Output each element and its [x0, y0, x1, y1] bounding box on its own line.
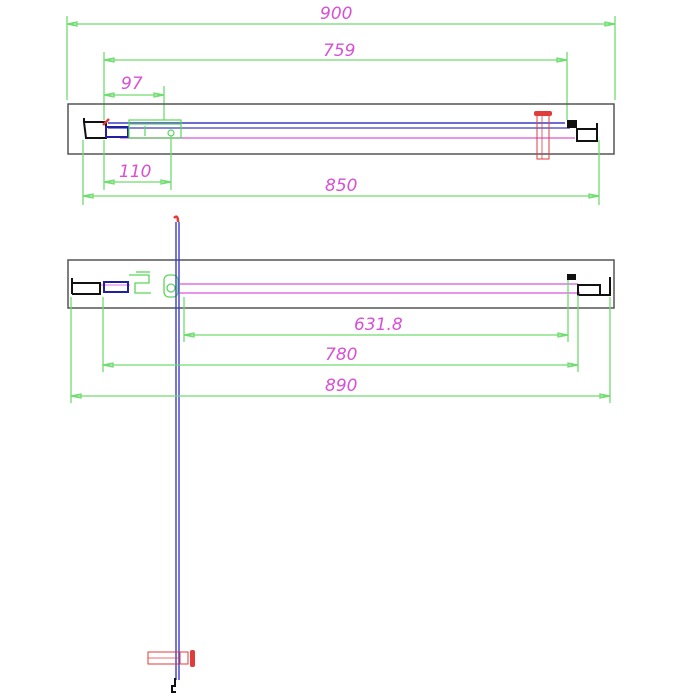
dimension-label-890: 890	[325, 376, 357, 396]
handle-top-view	[534, 111, 552, 160]
swing-door-panel	[171, 215, 180, 693]
dimension-label-97: 97	[121, 74, 143, 94]
roller-assembly-bottom	[129, 271, 179, 298]
frame-outline-bottom	[67, 259, 615, 309]
door-seal-bottom	[171, 678, 176, 693]
dimension-780	[102, 295, 579, 372]
dimension-97	[103, 86, 165, 120]
left-seal-bottom	[103, 281, 129, 293]
dimension-label-850: 850	[325, 176, 357, 196]
dimension-850	[82, 140, 600, 205]
door-seal-top	[173, 215, 180, 223]
roller-assembly	[128, 119, 182, 139]
frame-outline	[67, 103, 615, 155]
dimension-label-759: 759	[323, 41, 355, 61]
left-wall-profile-bottom	[71, 278, 101, 295]
dimension-110	[103, 135, 172, 190]
left-seal-red	[102, 118, 110, 126]
top-view: 900 759 97	[66, 4, 616, 205]
bottom-view: 631.8 780 890	[67, 215, 615, 693]
left-wall-profile	[82, 118, 107, 139]
dimension-759	[103, 52, 568, 120]
dimension-label-110: 110	[119, 162, 151, 182]
dimension-label-631-8: 631.8	[354, 315, 403, 335]
dimension-631-8	[183, 280, 569, 342]
dimension-890	[70, 297, 611, 403]
dimension-900	[66, 16, 616, 100]
dimension-label-780: 780	[325, 345, 357, 365]
dimension-label-900: 900	[320, 4, 352, 24]
left-seal	[105, 126, 129, 138]
right-wall-profile-bottom	[567, 274, 611, 296]
right-wall-profile	[567, 120, 598, 142]
handle-swing-view	[147, 650, 195, 667]
